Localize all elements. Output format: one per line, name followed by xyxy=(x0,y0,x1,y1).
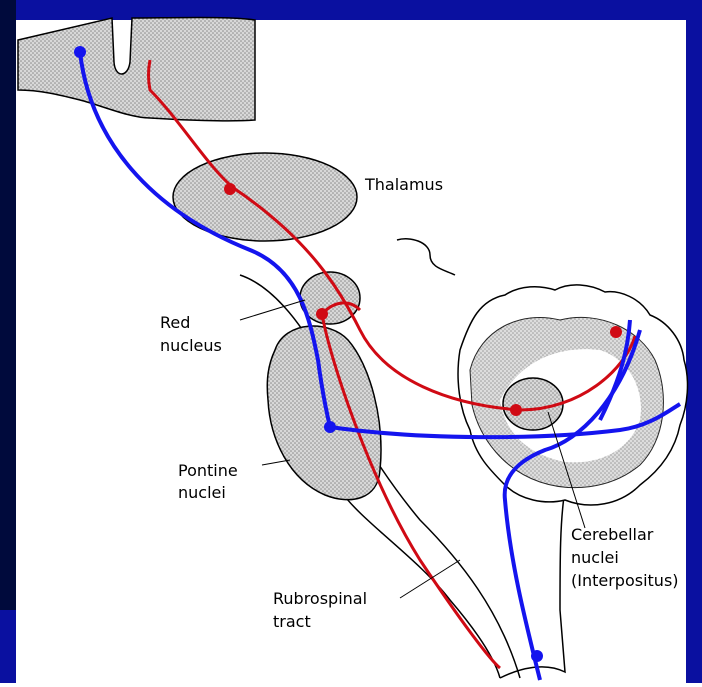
label-red-nucleus-line1: Red xyxy=(160,313,190,333)
label-cerebellar-line2: nuclei xyxy=(571,548,619,568)
label-pontine-line2: nuclei xyxy=(178,483,226,503)
cerebellar-nuclei-shape xyxy=(503,378,563,430)
label-thalamus: Thalamus xyxy=(365,175,443,195)
red-dot-cerebellar-nucleus xyxy=(510,404,522,416)
label-cerebellar-line1: Cerebellar xyxy=(571,525,653,545)
label-pontine-line1: Pontine xyxy=(178,461,238,481)
label-rubrospinal-line2: tract xyxy=(273,612,311,632)
slide-right-bar xyxy=(686,20,702,683)
red-dot-thalamus xyxy=(224,183,236,195)
label-red-nucleus-line2: nucleus xyxy=(160,336,222,356)
slide-left-bar xyxy=(0,0,16,610)
label-cerebellar-line3: (Interpositus) xyxy=(571,571,679,591)
label-rubrospinal-line1: Rubrospinal xyxy=(273,589,367,609)
blue-dot-spinal xyxy=(531,650,543,662)
slide-left-bar-bottom xyxy=(0,610,16,683)
red-dot-red-nucleus xyxy=(316,308,328,320)
blue-dot-pontine xyxy=(324,421,336,433)
slide-top-bar xyxy=(0,0,702,20)
blue-dot-cortex xyxy=(74,46,86,58)
red-dot-cerebellar-cortex xyxy=(610,326,622,338)
